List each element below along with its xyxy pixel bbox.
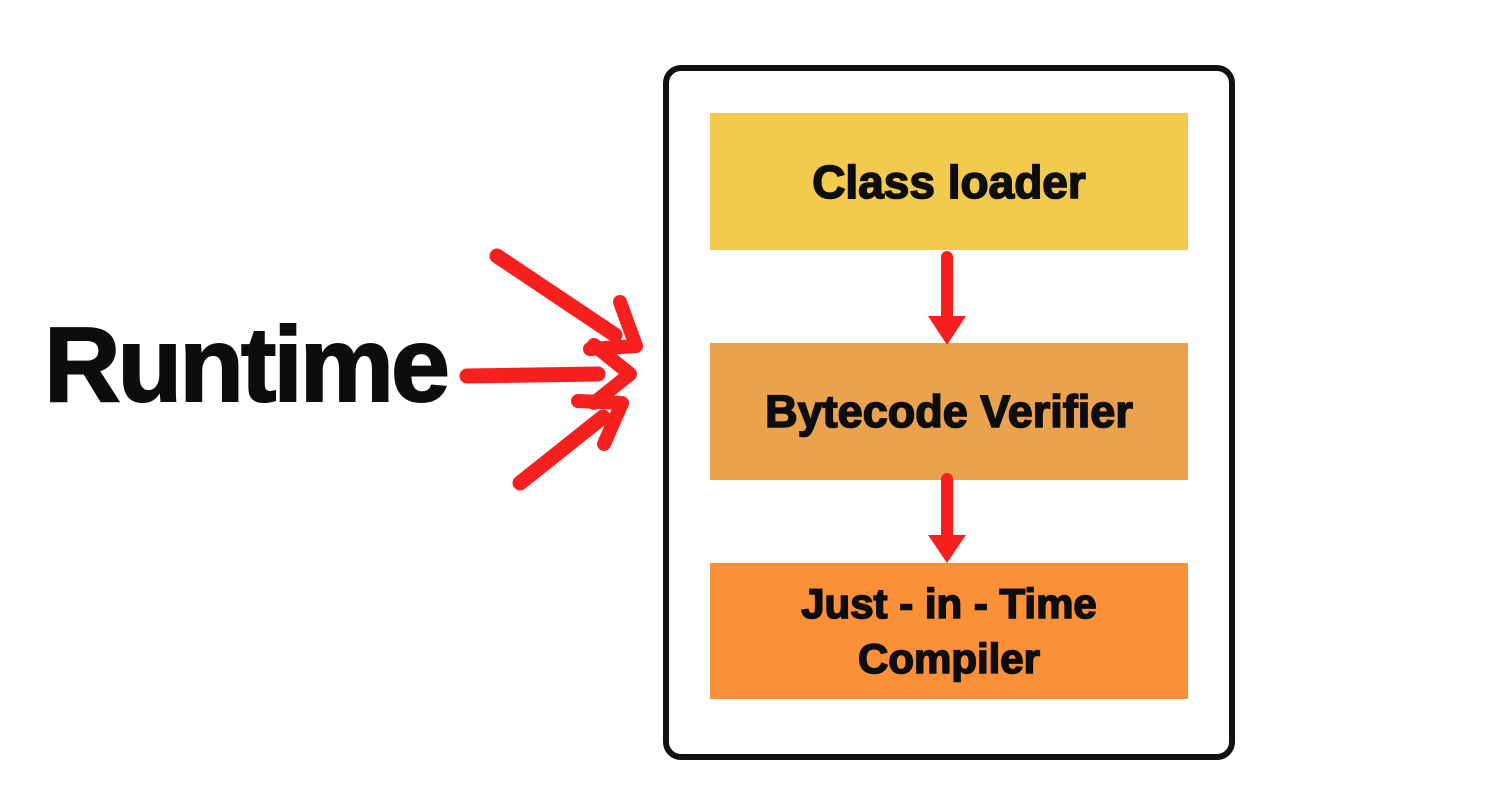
jvm-container-box: [663, 65, 1235, 760]
converging-arrows-icon: [459, 248, 643, 491]
runtime-label: Runtime: [43, 306, 451, 424]
stage-jit-compiler: Just - in - Time Compiler: [710, 563, 1188, 699]
stage-jit-compiler-label-line1: Just - in - Time: [800, 579, 1097, 628]
stage-class-loader-label: Class loader: [811, 155, 1086, 209]
stage-jit-compiler-label-line2: Compiler: [857, 634, 1041, 683]
stage-bytecode-verifier: Bytecode Verifier: [710, 343, 1188, 480]
stage-bytecode-verifier-label: Bytecode Verifier: [764, 385, 1133, 438]
stage-class-loader: Class loader: [710, 113, 1188, 250]
